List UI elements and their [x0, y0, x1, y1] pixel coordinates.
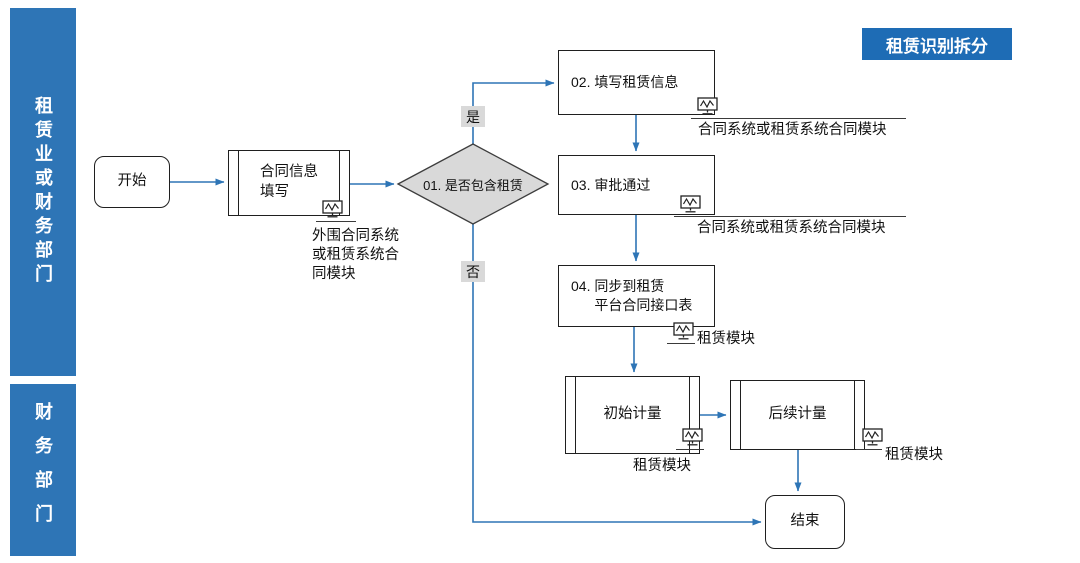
swimlane-finance-label: 财务部门 — [33, 402, 53, 538]
note-underline — [316, 221, 356, 222]
swimlane-leasing-or-finance: 租赁业或财务部门 — [10, 8, 76, 376]
yes-branch-label: 是 — [461, 106, 485, 127]
start-label: 开始 — [117, 173, 147, 190]
step04-system-note: 租赁模块 — [697, 331, 755, 347]
subsequent-measure-label: 后续计量 — [768, 406, 827, 423]
initial-measure-node: 初始计量 — [565, 376, 700, 454]
initial-measure-label: 初始计量 — [603, 406, 662, 423]
note-underline — [676, 449, 704, 450]
end-node: 结束 — [765, 495, 845, 549]
monitor-icon — [322, 200, 343, 219]
step04-node: 04. 同步到租赁 平台合同接口表 — [558, 265, 715, 327]
title-badge-label: 租赁识别拆分 — [886, 36, 988, 56]
step03-label: 03. 审批通过 — [571, 176, 651, 193]
step02-label: 02. 填写租赁信息 — [571, 74, 679, 91]
start-node: 开始 — [94, 156, 170, 208]
step02-node: 02. 填写租赁信息 — [558, 50, 715, 115]
monitor-icon — [673, 322, 694, 341]
note-underline — [667, 343, 695, 344]
contract-info-label: 合同信息 填写 — [260, 164, 318, 200]
note-underline — [856, 449, 882, 450]
step03-system-note: 合同系统或租赁系统合同模块 — [697, 220, 886, 236]
note-underline — [691, 118, 906, 119]
step02-system-note: 合同系统或租赁系统合同模块 — [698, 122, 887, 138]
step04-label: 04. 同步到租赁 平台合同接口表 — [571, 278, 693, 313]
subsequent-measure-node: 后续计量 — [730, 380, 865, 450]
note-underline — [674, 216, 906, 217]
decision-diamond — [396, 143, 550, 225]
monitor-icon — [682, 428, 703, 447]
monitor-icon — [680, 195, 701, 214]
monitor-icon — [862, 428, 883, 447]
contract-info-system-note: 外围合同系统 或租赁系统合 同模块 — [312, 228, 399, 283]
end-label: 结束 — [790, 513, 820, 530]
initial-measure-system-note: 租赁模块 — [633, 458, 691, 474]
no-branch-label: 否 — [461, 261, 485, 282]
edge-decision-no-to-end — [472, 224, 762, 526]
swimlane-finance: 财务部门 — [10, 384, 76, 556]
monitor-icon — [697, 97, 718, 116]
subsequent-measure-system-note: 租赁模块 — [885, 447, 943, 463]
decision-label: 01. 是否包含租赁 — [423, 177, 523, 193]
edge-decision-yes-to-step02 — [472, 79, 555, 144]
swimlane-leasing-or-finance-label: 租赁业或财务部门 — [33, 96, 53, 288]
title-badge: 租赁识别拆分 — [862, 28, 1012, 60]
